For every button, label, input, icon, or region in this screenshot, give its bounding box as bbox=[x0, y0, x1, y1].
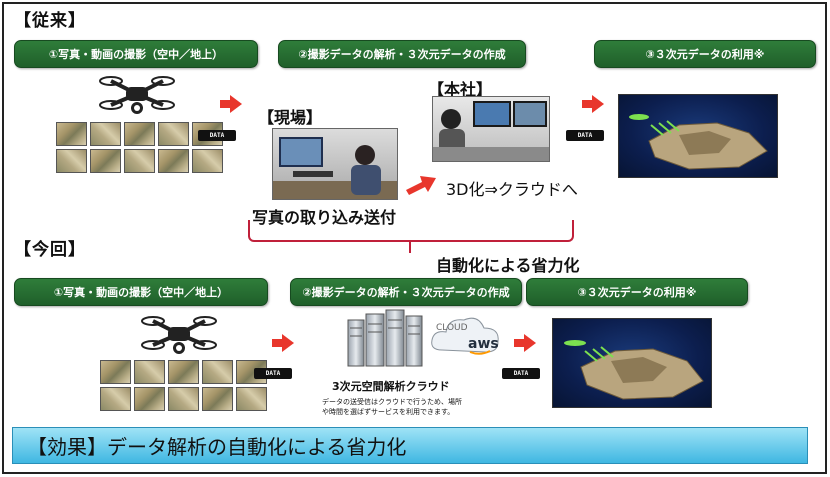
site-office-photo bbox=[272, 128, 398, 200]
sd-card-icon: DATA bbox=[254, 368, 292, 379]
aerial-photo-grid bbox=[56, 122, 223, 173]
site-caption: 写真の取り込み送付 bbox=[252, 208, 397, 227]
step-1-previous: ①写真・動画の撮影（空中／地上） bbox=[14, 40, 258, 68]
aerial-photo bbox=[192, 149, 223, 173]
step-3-previous: ③３次元データの利用※ bbox=[594, 40, 816, 68]
step-3-current: ③３次元データの利用※ bbox=[526, 278, 748, 306]
section-title-previous: 【従来】 bbox=[14, 11, 86, 31]
arrow-up-right-icon bbox=[406, 176, 436, 195]
automation-label: 自動化による省力化 bbox=[436, 256, 580, 275]
aerial-photo bbox=[90, 149, 121, 173]
arrow-right-icon bbox=[514, 334, 536, 352]
sd-card-icon: DATA bbox=[502, 368, 540, 379]
sd-card-icon: DATA bbox=[566, 130, 604, 141]
aerial-photo-grid bbox=[100, 360, 267, 411]
cloud-text: CLOUD bbox=[436, 323, 468, 333]
drone-icon bbox=[99, 76, 175, 114]
section-title-current: 【今回】 bbox=[14, 240, 86, 260]
effect-banner: 【効果】データ解析の自動化による省力化 bbox=[12, 427, 808, 464]
aerial-photo bbox=[158, 122, 189, 146]
aerial-photo bbox=[100, 387, 131, 411]
site-label: 【現場】 bbox=[258, 108, 323, 127]
step-2-current: ②撮影データの解析・３次元データの作成 bbox=[290, 278, 522, 306]
bracket-connector bbox=[248, 220, 574, 242]
step-2-previous: ②撮影データの解析・３次元データの作成 bbox=[278, 40, 526, 68]
aerial-photo bbox=[134, 360, 165, 384]
aerial-photo bbox=[56, 149, 87, 173]
cloud-icon: CLOUD aws bbox=[431, 317, 499, 355]
aerial-photo bbox=[158, 149, 189, 173]
arrow-right-icon bbox=[582, 95, 604, 113]
cloud-note-line-1: データの送受信はクラウドで行うため、場所 bbox=[322, 398, 462, 406]
3d-terrain-model bbox=[618, 94, 778, 178]
aws-logo: aws bbox=[468, 336, 499, 352]
aerial-photo bbox=[168, 387, 199, 411]
3d-terrain-model bbox=[552, 318, 712, 408]
aerial-photo bbox=[56, 122, 87, 146]
aerial-photo bbox=[202, 387, 233, 411]
aerial-photo bbox=[236, 387, 267, 411]
cloud-note-line-2: や時間を選ばずサービスを利用できます。 bbox=[322, 408, 455, 416]
aerial-photo bbox=[90, 122, 121, 146]
cloud-service-label: 3次元空間解析クラウド bbox=[332, 380, 450, 393]
arrow-right-icon bbox=[272, 334, 294, 352]
arrow-right-icon bbox=[220, 95, 242, 113]
aerial-photo bbox=[168, 360, 199, 384]
aerial-photo bbox=[100, 360, 131, 384]
aerial-photo bbox=[124, 149, 155, 173]
hq-office-photo bbox=[432, 96, 550, 162]
hq-label: 【本社】 bbox=[428, 80, 493, 99]
aerial-photo bbox=[202, 360, 233, 384]
hq-caption: 3D化⇒クラウドへ bbox=[446, 180, 578, 199]
sd-card-icon: DATA bbox=[198, 130, 236, 141]
step-1-current: ①写真・動画の撮影（空中／地上） bbox=[14, 278, 268, 306]
bracket-tick bbox=[409, 241, 411, 253]
server-rack-icon bbox=[347, 309, 423, 367]
aerial-photo bbox=[124, 122, 155, 146]
aerial-photo bbox=[134, 387, 165, 411]
drone-icon bbox=[141, 316, 217, 354]
